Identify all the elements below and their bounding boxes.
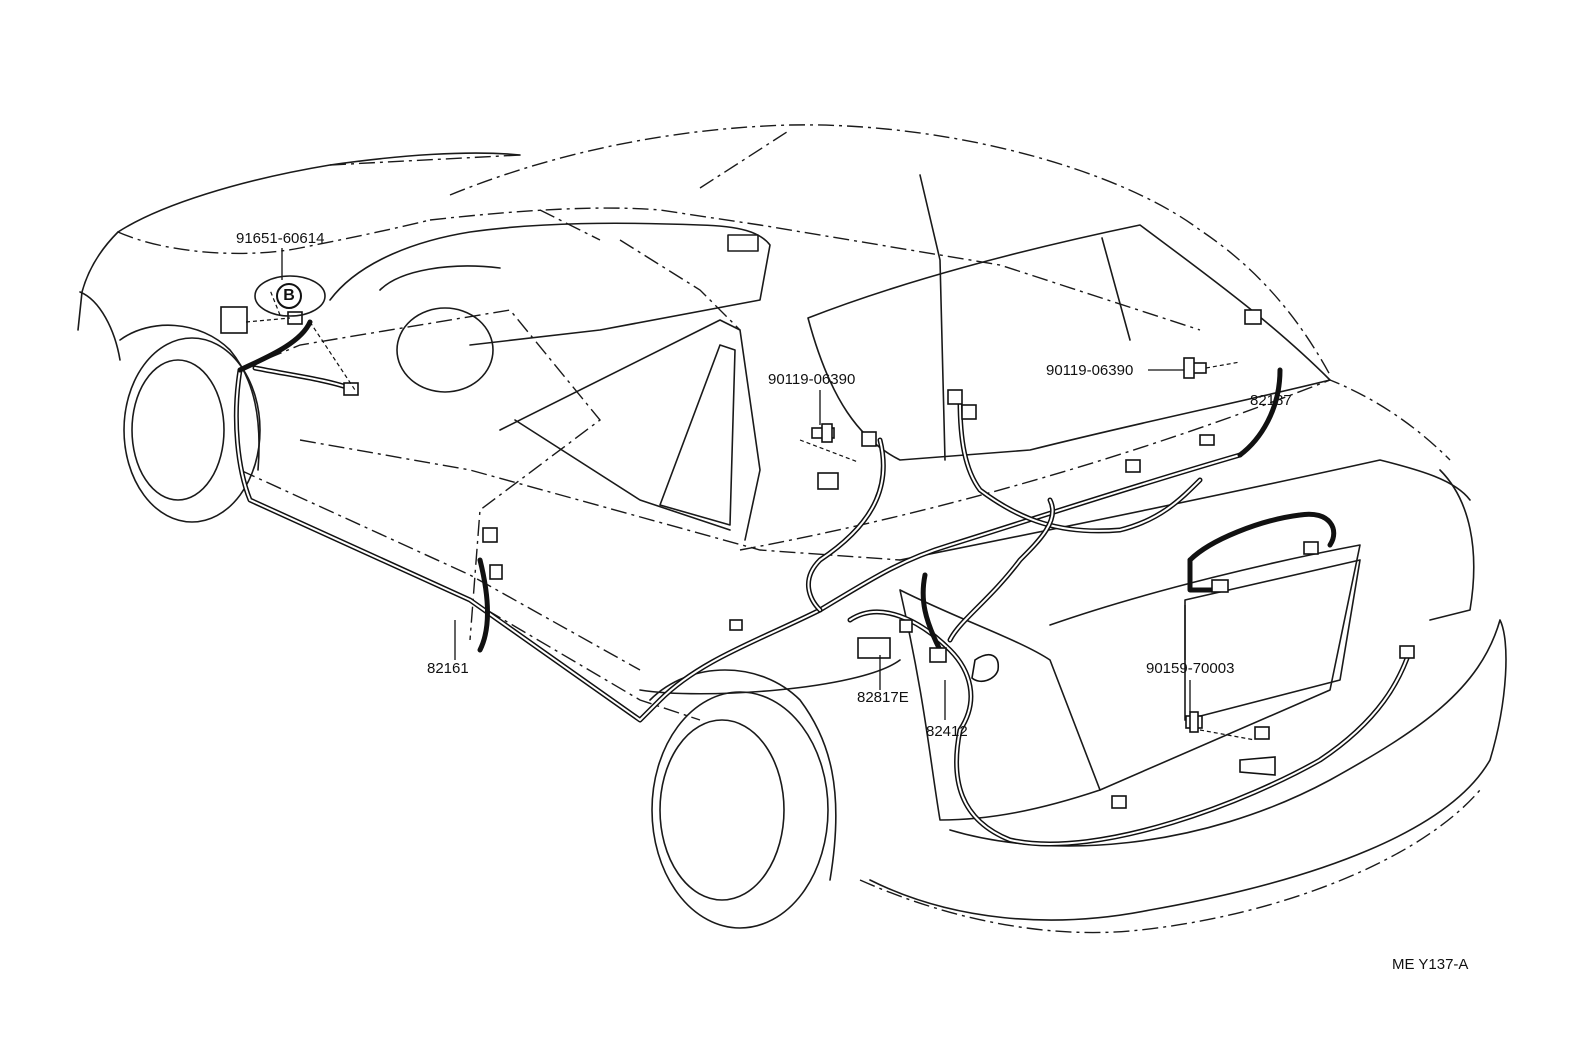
front-wheel [119,324,261,523]
label-82412: 82412 [926,723,968,740]
label-82161: 82161 [427,660,469,677]
rear-bumper [869,619,1507,921]
label-90159-70003: 90159-70003 [1146,660,1235,677]
label-90119-06390-right: 90119-06390 [1046,362,1134,379]
bolt-left [811,423,835,443]
trunk-lid [739,379,1451,551]
bolt-right [1183,357,1207,379]
clip-90159 [1185,711,1203,733]
reference-b-callout: B [276,283,302,309]
connectors [220,306,1415,809]
hood-edge [117,219,431,255]
front-door [239,309,602,641]
roof-outline [449,124,1331,376]
harness-rear [805,367,1413,847]
leader-lines [245,248,1281,741]
label-82187: 82187 [1250,392,1292,409]
label-91651-60614: 91651-60614 [236,230,325,247]
label-82817e: 82817E [857,689,909,706]
label-90119-06390-left: 90119-06390 [768,371,856,388]
dashboard [329,222,771,346]
figure-code: ME Y137-A [1392,956,1469,973]
hood-outline [117,152,521,233]
rear-wheel [649,669,837,929]
harness-left [233,319,823,723]
rear-window [807,224,1331,461]
